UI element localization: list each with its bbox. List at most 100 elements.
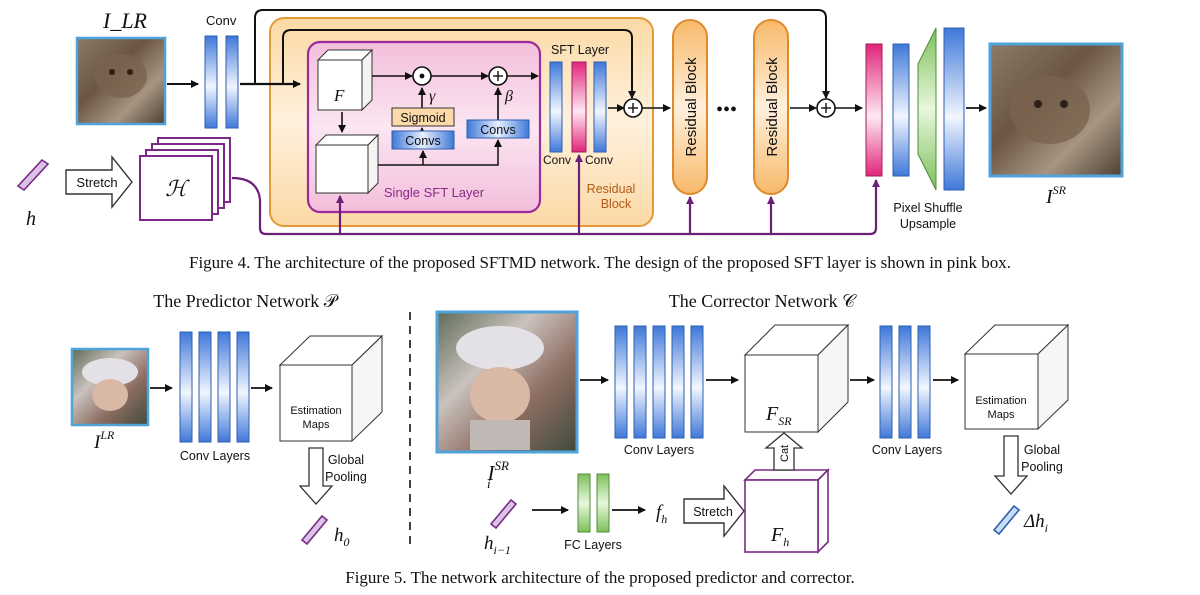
gamma-label: γ — [429, 88, 436, 105]
residual-block-1-label: Residual Block — [683, 57, 700, 157]
corrector-conv-layer — [614, 325, 628, 439]
corrector-conv-layer — [690, 325, 704, 439]
corrector-conv-layer — [652, 325, 666, 439]
convs-box-beta — [466, 119, 530, 139]
conv-layer — [225, 35, 239, 129]
corrector-pooling-label-2: Pooling — [1021, 460, 1063, 474]
stretch-label: Stretch — [76, 175, 117, 190]
delta-h-vector — [992, 504, 1021, 536]
cat-label: Cat — [779, 445, 791, 462]
fc-layer — [577, 473, 591, 533]
h-label: h — [26, 208, 36, 230]
corrector-stretch-label: Stretch — [693, 505, 733, 519]
upsample-pink-layer — [865, 43, 883, 177]
sft-conv-right-label: Conv — [585, 153, 613, 167]
pixel-shuffle-label-2: Upsample — [900, 217, 956, 231]
corrector-input-image — [435, 310, 579, 454]
h-vector — [16, 158, 50, 192]
ellipsis-dots: ••• — [716, 99, 737, 121]
Fh-label: Fh — [770, 524, 789, 549]
predictor-pooling-arrow — [298, 447, 334, 505]
corrector-conv-layers-2-label: Conv Layers — [872, 443, 942, 457]
input-lr-image — [75, 36, 167, 126]
single-sft-label: Single SFT Layer — [384, 185, 485, 200]
predictor-conv-layer — [217, 331, 231, 443]
fh-label: fh — [656, 502, 667, 526]
sft-conv-left-label: Conv — [543, 153, 571, 167]
sigmoid-label: Sigmoid — [400, 111, 445, 125]
residual-block-2 — [753, 19, 789, 195]
predictor-pooling-label-1: Global — [328, 453, 364, 467]
convs-label-gamma: Convs — [405, 134, 440, 148]
corrector-estimation-label-2: Maps — [988, 409, 1015, 421]
cat-arrow — [764, 432, 804, 471]
beta-label: β — [504, 88, 513, 105]
sft-conv-left — [549, 61, 563, 153]
fc-layers-label: FC Layers — [564, 538, 622, 552]
upsample-conv-layer — [892, 43, 910, 177]
corrector-conv-layer-2 — [898, 325, 912, 439]
corrector-conv-layer-2 — [879, 325, 893, 439]
H-stack — [139, 137, 231, 221]
stretch-arrow — [65, 155, 133, 209]
corrector-conv-layers-label: Conv Layers — [624, 443, 694, 457]
figure4-caption: Figure 4. The architecture of the propos… — [189, 253, 1011, 272]
conv-label: Conv — [206, 13, 237, 28]
convs-box-gamma — [391, 130, 455, 150]
residual-block-text-2: Block — [601, 197, 632, 211]
convs-label-beta: Convs — [480, 123, 515, 137]
predictor-conv-layer — [198, 331, 212, 443]
fsr-cube — [743, 323, 850, 434]
feature-cube-F — [316, 48, 374, 112]
sft-pink-layer — [571, 61, 587, 153]
corrector-conv-layer-2 — [917, 325, 931, 439]
pixel-shuffle-block — [917, 27, 937, 191]
H-label: ℋ — [165, 176, 190, 201]
sft-layer-label: SFT Layer — [551, 43, 609, 57]
conv-layer — [204, 35, 218, 129]
predictor-conv-layer — [236, 331, 250, 443]
fc-layer — [596, 473, 610, 533]
F-label: F — [333, 86, 345, 105]
delta-h-label: Δhi — [1023, 511, 1048, 535]
predictor-estimation-label-2: Maps — [303, 419, 330, 431]
h-prev-label: hi−1 — [484, 533, 511, 557]
corrector-pooling-arrow — [993, 435, 1029, 495]
h0-label: h0 — [334, 525, 350, 549]
predictor-input-image — [70, 347, 150, 427]
predictor-pooling-label-2: Pooling — [325, 470, 367, 484]
predictor-title: The Predictor Network 𝒫 — [153, 291, 338, 311]
h-prev-vector — [489, 498, 518, 530]
skip-connection-global — [254, 9, 830, 99]
residual-block-text-1: Residual — [587, 182, 636, 196]
skip-connection-residual — [282, 29, 636, 99]
fh-cube — [743, 468, 830, 554]
fsr-label: FSR — [765, 403, 792, 428]
output-sr-label: ISR — [1045, 183, 1067, 208]
figure5-caption: Figure 5. The network architecture of th… — [345, 568, 855, 587]
corrector-estimation-label-1: Estimation — [975, 395, 1026, 407]
predictor-conv-layers-label: Conv Layers — [180, 449, 250, 463]
predictor-input-label: ILR — [93, 428, 115, 453]
corrector-stretch-arrow — [683, 484, 745, 538]
predictor-estimation-cube — [278, 334, 384, 443]
corrector-conv-layer — [633, 325, 647, 439]
predictor-estimation-label-1: Estimation — [290, 405, 341, 417]
residual-block-2-label: Residual Block — [764, 57, 781, 157]
pixel-shuffle-label-1: Pixel Shuffle — [893, 201, 962, 215]
upsample-final-conv — [943, 27, 965, 191]
input-lr-label: I_LR — [102, 8, 148, 33]
output-sr-image — [988, 42, 1124, 178]
condition-line — [231, 176, 880, 236]
sft-conv-right — [593, 61, 607, 153]
corrector-pooling-label-1: Global — [1024, 443, 1060, 457]
corrector-title: The Corrector Network 𝒞 — [669, 291, 857, 311]
predictor-conv-layer — [179, 331, 193, 443]
corrector-conv-layer — [671, 325, 685, 439]
h0-vector — [300, 514, 329, 546]
residual-block-1 — [672, 19, 708, 195]
corrector-estimation-cube — [963, 323, 1070, 431]
sigmoid-box — [391, 107, 455, 127]
